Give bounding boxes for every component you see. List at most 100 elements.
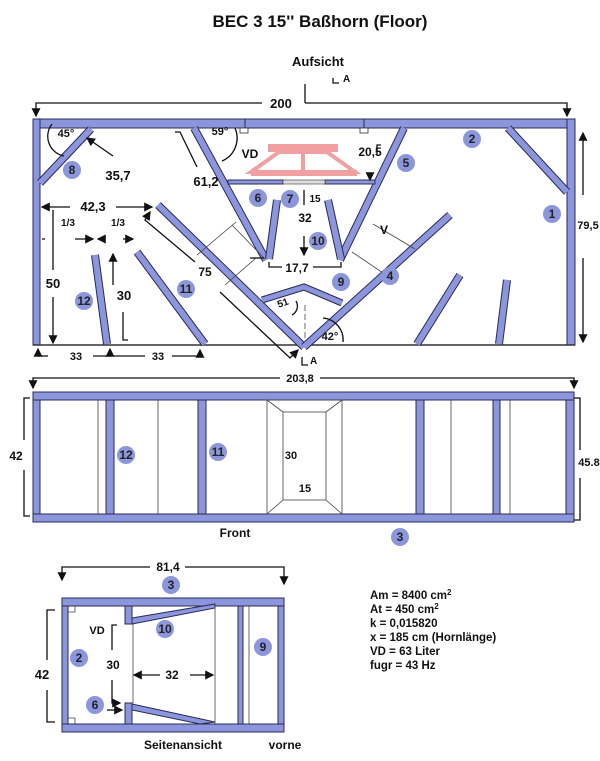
svg-text:1: 1 — [549, 207, 556, 221]
dim-front-30: 30 — [285, 450, 297, 462]
svg-text:3: 3 — [397, 530, 404, 544]
dim-line-203-8-left — [28, 377, 280, 390]
svg-text:2: 2 — [76, 651, 83, 665]
panel-corner-right — [505, 125, 570, 195]
panel-7 — [266, 199, 280, 260]
dim-line-200-right — [305, 102, 572, 118]
svg-text:6: 6 — [92, 698, 99, 712]
dim-line-81-4-left — [57, 566, 150, 582]
dim-side-32: 32 — [165, 668, 179, 682]
svg-text:2: 2 — [469, 132, 476, 146]
svg-text:9: 9 — [338, 275, 345, 289]
svg-text:12: 12 — [119, 448, 133, 462]
svg-text:3: 3 — [168, 578, 175, 592]
cleat — [359, 127, 369, 134]
part-badge-10: 10 — [309, 232, 327, 250]
side-panel-2 — [61, 605, 69, 725]
front-side-right — [565, 399, 575, 515]
dim-61-2: 61,2 — [193, 174, 218, 189]
front-thin-lines — [97, 399, 511, 515]
dim-width-200: 200 — [270, 96, 292, 111]
svg-text:7: 7 — [287, 192, 294, 206]
panel-deflector-right-a — [414, 273, 463, 346]
dim-line-203-8-right — [320, 377, 579, 390]
label-side-vd: VD — [89, 625, 104, 637]
svg-text:6: 6 — [255, 191, 262, 205]
front-top-panel — [32, 391, 575, 401]
guide-lines — [196, 221, 416, 340]
dim-line-81-4-right — [185, 566, 289, 586]
part-badge-2: 2 — [463, 130, 481, 148]
dim-one-third-a: 1/3 — [61, 218, 75, 229]
svg-text:11: 11 — [212, 445, 225, 459]
section-mark-top — [332, 78, 339, 84]
dim-33-b: 33 — [152, 351, 164, 363]
dim-33-a: 33 — [70, 351, 82, 363]
side-panel-9 — [237, 605, 244, 725]
panel-11 — [134, 250, 208, 346]
part-badge-11: 11 — [177, 280, 195, 298]
part-badge-4: 4 — [381, 267, 399, 285]
panels — [37, 125, 570, 350]
front-panel-right-a — [415, 399, 425, 515]
driver-board-right — [324, 179, 376, 185]
part-badge-9: 9 — [254, 638, 272, 656]
side-panel-10-bottom — [131, 703, 216, 725]
part-badge-12: 12 — [75, 292, 93, 310]
part-badge-6: 6 — [86, 696, 104, 714]
dim-side-30: 30 — [106, 658, 120, 672]
side-bottom-panel — [61, 723, 285, 733]
dim-20-5: 20,5 — [358, 145, 382, 159]
dim-203-8: 203,8 — [286, 373, 314, 385]
dim-arrow-42-top — [23, 397, 30, 440]
panel-10-side — [325, 199, 344, 260]
panel-12 — [92, 254, 110, 345]
angle-42: 42° — [322, 331, 339, 343]
dim-30: 30 — [117, 288, 131, 303]
side-panel-6-top — [124, 605, 133, 625]
dim-32: 32 — [298, 211, 312, 225]
dim-42-3: 42,3 — [80, 199, 105, 214]
dim-one-third-b: 1/3 — [111, 218, 125, 229]
panel-3-bottom — [32, 513, 575, 523]
panel-6 — [191, 126, 269, 262]
svg-text:10: 10 — [311, 234, 325, 248]
front-side-left — [32, 399, 41, 515]
panel-4 — [301, 212, 453, 350]
dim-50: 50 — [46, 276, 60, 291]
part-badge-7: 7 — [281, 190, 299, 208]
dim-side-42: 42 — [35, 667, 49, 682]
dim-79-5: 79,5 — [577, 220, 598, 232]
side-panel-right — [566, 118, 576, 346]
dim-42: 42 — [9, 449, 23, 463]
panel-2-back — [32, 118, 576, 129]
part-badge-2: 2 — [70, 649, 88, 667]
label-vd: VD — [242, 147, 259, 161]
dim-line-200-left — [31, 102, 262, 118]
front-panel-right-b — [492, 399, 501, 515]
spec-at: At = 450 cm2 — [370, 602, 439, 616]
panel-9-wedge — [261, 284, 343, 306]
part-badge-11: 11 — [209, 443, 227, 461]
front-direction-label: vorne — [269, 738, 302, 752]
driver-opening — [282, 179, 326, 185]
dim-81-4: 81,4 — [156, 560, 180, 574]
dimension-arrows — [33, 123, 588, 366]
top-view: Aufsicht A 200 — [31, 54, 599, 367]
part-badge-12: 12 — [117, 446, 135, 464]
side-thin-lines — [68, 606, 250, 724]
svg-text:4: 4 — [387, 269, 394, 283]
dim-15: 15 — [309, 194, 321, 205]
svg-text:8: 8 — [69, 163, 76, 177]
angle-45: 45° — [58, 128, 75, 140]
dim-45-8: 45.8 — [578, 457, 599, 469]
front-panel-12 — [105, 399, 115, 515]
front-label: Front — [220, 526, 251, 540]
side-front-panel — [277, 605, 285, 725]
part-badge-8: 8 — [63, 161, 81, 179]
section-marker-top: A — [343, 74, 350, 85]
dim-75: 75 — [198, 265, 212, 279]
part-badge-1: 1 — [543, 205, 561, 223]
angle-59: 59° — [212, 126, 229, 138]
svg-text:5: 5 — [403, 156, 410, 170]
